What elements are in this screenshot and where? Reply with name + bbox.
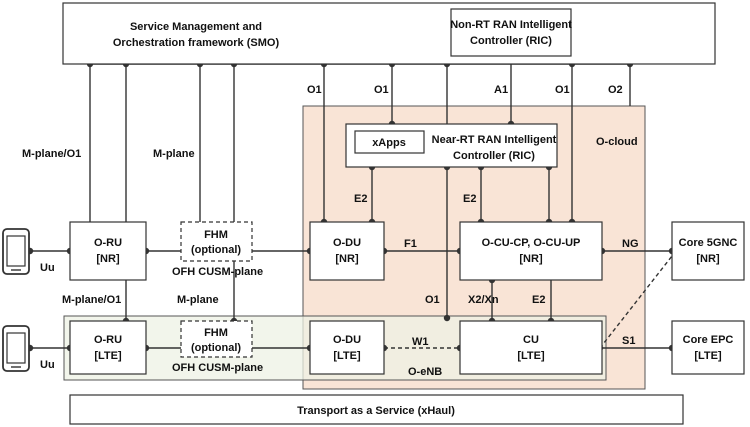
- label-s1: S1: [622, 335, 635, 347]
- label-e2-right: E2: [463, 193, 476, 205]
- fhm-top-line1: FHM: [204, 229, 228, 241]
- core-epc-line1: Core EPC: [683, 334, 734, 346]
- mobile-phone-icon: [2, 325, 30, 372]
- label-mplane-top: M-plane: [153, 148, 195, 160]
- label-ofh-bottom: OFH CUSM-plane: [172, 362, 263, 374]
- core-epc-box[interactable]: Core EPC [LTE]: [671, 320, 745, 375]
- xapps-label: xApps: [372, 137, 406, 149]
- label-uu-top: Uu: [40, 262, 55, 274]
- fhm-top-box[interactable]: FHM (optional): [180, 221, 253, 262]
- odu-lte-line1: O-DU: [333, 334, 361, 346]
- core-5gnc-line1: Core 5GNC: [679, 237, 738, 249]
- label-w1: W1: [412, 336, 429, 348]
- transport-label: Transport as a Service (xHaul): [297, 405, 455, 417]
- transport-box[interactable]: Transport as a Service (xHaul): [69, 394, 684, 425]
- core-5gnc-line2: [NR]: [696, 253, 720, 265]
- non-rt-ric-line2: Controller (RIC): [470, 35, 552, 47]
- near-rt-ric-line2: Controller (RIC): [453, 150, 535, 162]
- core-epc-line2: [LTE]: [694, 350, 722, 362]
- oru-lte-line1: O-RU: [94, 334, 122, 346]
- smo-title-line2: Orchestration framework (SMO): [113, 37, 280, 49]
- label-e2-left: E2: [354, 193, 367, 205]
- cu-lte-line1: CU: [523, 334, 539, 346]
- fhm-top-line2: (optional): [191, 244, 241, 256]
- odu-nr-line1: O-DU: [333, 237, 361, 249]
- odu-nr-box[interactable]: O-DU [NR]: [309, 221, 385, 281]
- non-rt-ric-line1: Non-RT RAN Intelligent: [450, 19, 572, 31]
- fhm-bottom-line1: FHM: [204, 327, 228, 339]
- oru-nr-line2: [NR]: [96, 253, 120, 265]
- odu-lte-box[interactable]: O-DU [LTE]: [309, 320, 385, 375]
- smo-box[interactable]: Service Management and Orchestration fra…: [62, 2, 716, 65]
- mobile-phone-icon: [2, 228, 30, 275]
- ocu-nr-line1: O-CU-CP, O-CU-UP: [482, 237, 581, 249]
- ocu-nr-line2: [NR]: [519, 253, 543, 265]
- interface-labels: M-plane/O1 M-plane O1 O1 A1 O1 O2 O-clou…: [22, 84, 639, 378]
- label-o1-a: O1: [307, 84, 322, 96]
- fhm-bottom-box[interactable]: FHM (optional): [180, 320, 253, 358]
- odu-lte-line2: [LTE]: [333, 350, 361, 362]
- label-uu-bottom: Uu: [40, 359, 55, 371]
- fhm-bottom-line2: (optional): [191, 342, 241, 354]
- label-o1-b: O1: [374, 84, 389, 96]
- core-5gnc-box[interactable]: Core 5GNC [NR]: [671, 221, 745, 281]
- label-o2: O2: [608, 84, 623, 96]
- oru-lte-box[interactable]: O-RU [LTE]: [69, 320, 147, 375]
- oru-nr-box[interactable]: O-RU [NR]: [69, 221, 147, 281]
- smo-title-line1: Service Management and: [130, 21, 262, 33]
- label-x2-xn: X2/Xn: [468, 294, 499, 306]
- label-o1-d: O1: [425, 294, 440, 306]
- ocu-nr-box[interactable]: O-CU-CP, O-CU-UP [NR]: [459, 221, 603, 281]
- label-oenb: O-eNB: [408, 366, 442, 378]
- label-e2-bottom: E2: [532, 294, 545, 306]
- odu-nr-line2: [NR]: [335, 253, 359, 265]
- non-rt-ric-box[interactable]: Non-RT RAN Intelligent Controller (RIC): [450, 8, 572, 57]
- cu-lte-line2: [LTE]: [517, 350, 545, 362]
- label-f1: F1: [404, 238, 417, 250]
- cu-lte-box[interactable]: CU [LTE]: [459, 320, 603, 375]
- label-o1-c: O1: [555, 84, 570, 96]
- label-a1: A1: [494, 84, 508, 96]
- label-ocloud: O-cloud: [596, 136, 638, 148]
- oru-lte-line2: [LTE]: [94, 350, 122, 362]
- label-ofh-top: OFH CUSM-plane: [172, 266, 263, 278]
- xapps-box[interactable]: xApps: [354, 130, 425, 154]
- oru-nr-line1: O-RU: [94, 237, 122, 249]
- label-mplane-o1-top: M-plane/O1: [22, 148, 81, 160]
- label-ng: NG: [622, 238, 639, 250]
- near-rt-ric-line1: Near-RT RAN Intelligent: [432, 134, 557, 146]
- label-mplane-o1-bottom: M-plane/O1: [62, 294, 121, 306]
- label-mplane-bottom: M-plane: [177, 294, 219, 306]
